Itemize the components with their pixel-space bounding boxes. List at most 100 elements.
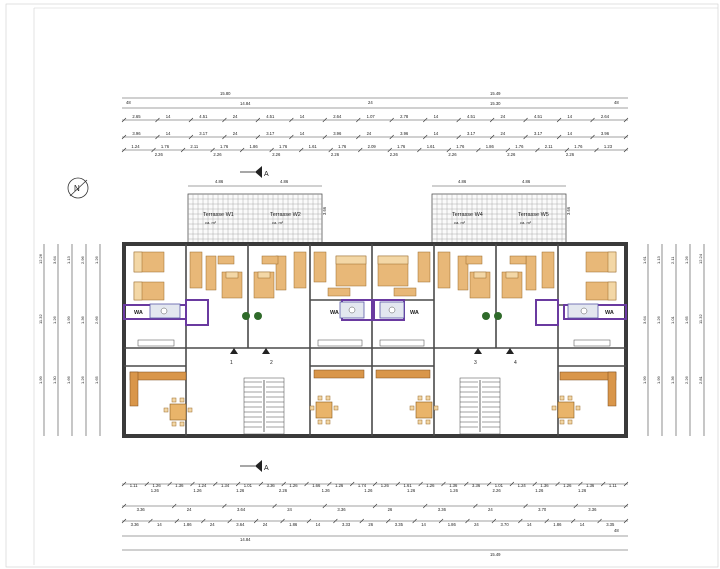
dimension-value: 24 — [187, 507, 192, 512]
dimension-tick — [227, 518, 232, 524]
entrance-number: 1 — [230, 360, 233, 366]
top-dim-r2: 48 — [126, 100, 131, 105]
dimension-tick — [304, 481, 309, 487]
dimension-value: 14 — [166, 114, 171, 119]
dimension-tick — [222, 503, 227, 509]
dimension-tick — [556, 134, 562, 140]
dimension-tick — [253, 518, 259, 524]
chair — [333, 405, 339, 411]
dimension-tick — [298, 147, 304, 153]
dimension-value: 2.26 — [390, 152, 399, 157]
terrace-width-dim: 4.86 — [522, 179, 531, 184]
dimension-value: 1.65 — [684, 315, 689, 324]
dimension-value: 3.36 — [267, 483, 276, 488]
dimension-tick — [555, 481, 560, 487]
dimension-tick — [255, 117, 261, 123]
dimension-tick — [201, 518, 206, 524]
entrance-number: 2 — [270, 360, 273, 366]
dimension-value: 3.36 — [472, 483, 481, 488]
dimension-value: 3.96 — [400, 131, 409, 136]
dimension-value: 1.61 — [427, 144, 436, 149]
dimension-value: 2.26 — [213, 152, 222, 157]
dimension-value: 2.26 — [493, 488, 502, 493]
dimension-tick — [121, 134, 127, 140]
dimension-tick — [235, 481, 241, 487]
dimension-tick — [155, 117, 160, 123]
dimension-value: 14 — [421, 522, 426, 527]
entrance-numbers: 1 2 3 4 — [230, 348, 517, 366]
dimension-tick — [573, 503, 579, 509]
dimension-tick — [578, 481, 583, 487]
dimension-tick — [623, 134, 629, 140]
chair — [179, 421, 185, 427]
dimension-tick — [535, 147, 540, 153]
dimension-tick — [441, 481, 446, 487]
chair — [309, 405, 315, 411]
chair — [417, 395, 423, 401]
dimension-tick — [222, 134, 227, 140]
dimension-tick — [349, 481, 355, 487]
dimension-tick — [328, 147, 333, 153]
dimension-value: 1.26 — [322, 488, 331, 493]
bottom-dim-wall: 48 — [614, 528, 619, 533]
chair — [317, 395, 323, 401]
chair — [425, 419, 431, 425]
dimension-tick — [623, 481, 629, 487]
section-marker-bottom-label: A — [264, 465, 269, 472]
dimension-value: 1.01 — [670, 315, 675, 324]
dimension-value: 1.26 — [52, 315, 57, 324]
dimension-tick — [412, 518, 417, 524]
chair — [417, 419, 423, 425]
dimension-value: 1.30 — [52, 375, 57, 384]
dimension-tick — [239, 147, 245, 153]
chair — [325, 395, 331, 401]
dimension-tick — [121, 117, 127, 123]
dimension-tick — [389, 117, 394, 123]
dimension-value: 1.26 — [535, 488, 544, 493]
dimension-value: 1.65 — [94, 375, 99, 384]
dimension-value: 2.26 — [155, 152, 164, 157]
dimension-value: 1.24 — [518, 483, 527, 488]
terrace-dims: 4.86 4.86 4.86 4.86 3.66 3.66 — [188, 179, 571, 215]
dimension-tick — [289, 117, 294, 123]
dimension-tick — [174, 518, 180, 524]
dimension-value: 1.26 — [563, 483, 572, 488]
dimension-value: 14 — [157, 522, 162, 527]
dimension-value: 1.34 — [221, 483, 230, 488]
dimension-value: 24 — [287, 507, 292, 512]
dimension-tick — [385, 518, 391, 524]
dimension-tick — [623, 147, 629, 153]
dimension-value: 1.76 — [574, 144, 583, 149]
section-marker-top-label: A — [264, 171, 269, 178]
dimension-tick — [167, 481, 172, 487]
dimension-value: 1.26 — [656, 315, 661, 324]
dimension-tick — [269, 147, 274, 153]
terrace-label-w2: Terrasse W2 — [270, 212, 301, 218]
dimension-tick — [422, 117, 428, 123]
dimension-tick — [505, 147, 511, 153]
dimension-value: 3.96 — [601, 131, 610, 136]
dimension-tick — [148, 518, 153, 524]
dimension-tick — [322, 134, 328, 140]
dimension-tick — [597, 518, 602, 524]
section-marker-top: A — [240, 166, 269, 178]
dimension-value: 1.36 — [670, 375, 675, 384]
dimension-tick — [155, 134, 160, 140]
dimension-tick — [272, 503, 277, 509]
dimension-value: 1.76 — [220, 144, 229, 149]
dimension-tick — [570, 518, 576, 524]
partition-highlights — [123, 299, 627, 326]
dimension-tick — [306, 518, 312, 524]
terrace-depth-dim: 3.66 — [322, 206, 327, 215]
dimension-value: 1.26 — [153, 483, 162, 488]
dimension-value: 1.76 — [338, 144, 347, 149]
dimension-value: 14 — [580, 522, 585, 527]
dimension-value: 1.26 — [381, 483, 390, 488]
terrace-label-w4: Terrasse W4 — [452, 212, 483, 218]
dimension-value: 2.26 — [566, 152, 575, 157]
dimension-tick — [523, 503, 528, 509]
dimension-tick — [322, 503, 328, 509]
dining-table — [315, 401, 333, 419]
dimension-value: 1.13 — [66, 255, 71, 264]
